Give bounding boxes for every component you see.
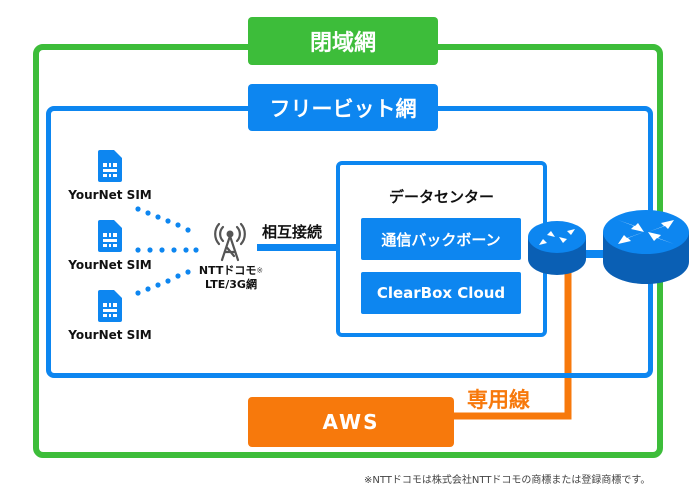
sim-card-icon	[98, 290, 122, 326]
freebit-network-label: フリービット網	[248, 84, 438, 131]
service-backbone: 通信バックボーン	[361, 218, 521, 260]
antenna-tower-icon	[212, 222, 248, 266]
sim-card-icon	[98, 150, 122, 186]
service-clearbox-cloud: ClearBox Cloud	[361, 272, 521, 314]
interconnect-label: 相互接続	[262, 223, 323, 241]
aws-label: AWS	[248, 397, 454, 447]
sim-card-icon	[98, 220, 122, 256]
carrier-network: LTE/3G網	[205, 278, 257, 291]
dedicated-line-label: 専用線	[467, 388, 530, 412]
closed-network-label: 閉域網	[248, 17, 438, 65]
sim-label: YourNet SIM	[68, 328, 152, 342]
router-link	[584, 250, 608, 258]
sim-label: YourNet SIM	[68, 188, 152, 202]
sim-label: YourNet SIM	[68, 258, 152, 272]
sim-dotted-links	[135, 206, 199, 296]
router-icon	[527, 219, 587, 281]
carrier-label: NTTドコモ※ LTE/3G網	[196, 264, 266, 292]
footnote: ※NTTドコモは株式会社NTTドコモの商標または登録商標です。	[364, 475, 651, 486]
trademark-mark: ※	[256, 266, 264, 275]
router-icon	[602, 208, 690, 292]
dedicated-line	[454, 270, 572, 420]
datacenter-title: データセンター	[388, 188, 494, 206]
interconnect-line	[257, 244, 338, 251]
carrier-name: NTTドコモ	[198, 264, 257, 277]
